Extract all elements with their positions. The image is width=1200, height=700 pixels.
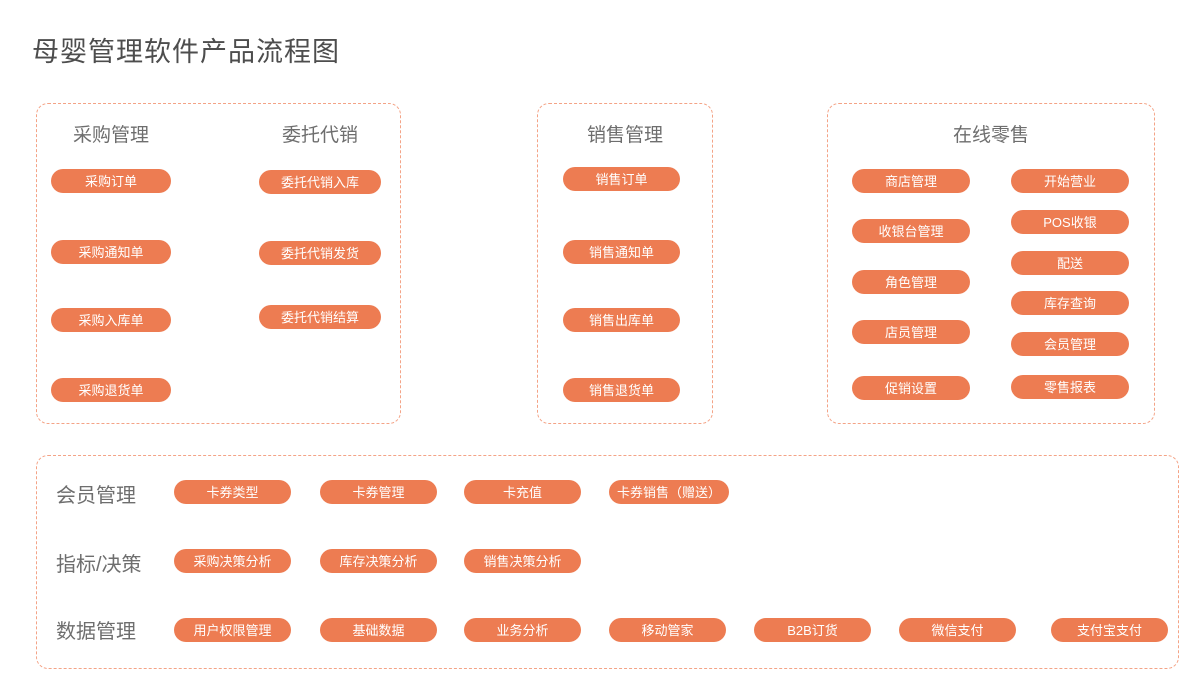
group-sales: 销售管理 销售订单销售通知单销售出库单销售退货单	[537, 103, 713, 424]
section-header-online-retail: 在线零售	[952, 125, 1029, 146]
module-pill: 卡充值	[464, 480, 581, 504]
module-pill: 角色管理	[852, 270, 970, 294]
module-pill: 销售决策分析	[464, 549, 581, 573]
row-label-member-management: 会员管理	[56, 485, 136, 507]
module-pill: 店员管理	[852, 320, 970, 344]
module-pill: 业务分析	[464, 618, 581, 642]
module-pill: 开始营业	[1011, 169, 1129, 193]
module-pill: 采购订单	[51, 169, 171, 193]
section-header-consignment: 委托代销	[281, 125, 358, 146]
module-pill: 采购决策分析	[174, 549, 291, 573]
module-pill: POS收银	[1011, 210, 1129, 234]
section-header-purchase: 采购管理	[72, 125, 149, 146]
module-pill: 销售通知单	[563, 240, 680, 264]
row-label-indicators-decision: 指标/决策	[56, 554, 142, 576]
module-pill: 库存查询	[1011, 291, 1129, 315]
module-pill: 配送	[1011, 251, 1129, 275]
module-pill: 移动管家	[609, 618, 726, 642]
module-pill: 委托代销结算	[259, 305, 381, 329]
module-pill: 库存决策分析	[320, 549, 437, 573]
module-pill: 会员管理	[1011, 332, 1129, 356]
module-pill: 销售订单	[563, 167, 680, 191]
module-pill: 用户权限管理	[174, 618, 291, 642]
module-pill: 商店管理	[852, 169, 970, 193]
module-pill: 基础数据	[320, 618, 437, 642]
module-pill: 卡券销售（赠送）	[609, 480, 729, 504]
row-label-data-management: 数据管理	[56, 621, 136, 643]
module-pill: 采购入库单	[51, 308, 171, 332]
module-pill: 委托代销入库	[259, 170, 381, 194]
module-pill: 采购通知单	[51, 240, 171, 264]
module-pill: 销售退货单	[563, 378, 680, 402]
page-title: 母婴管理软件产品流程图	[32, 37, 340, 67]
module-pill: 收银台管理	[852, 219, 970, 243]
module-pill: 促销设置	[852, 376, 970, 400]
module-pill: 支付宝支付	[1051, 618, 1168, 642]
section-header-sales: 销售管理	[586, 125, 663, 146]
module-pill: 卡券管理	[320, 480, 437, 504]
group-bottom: 会员管理 指标/决策 数据管理 卡券类型 卡券管理 卡充值 卡券销售（赠送） 采购决策…	[36, 455, 1179, 669]
module-pill: B2B订货	[754, 618, 871, 642]
module-pill: 销售出库单	[563, 308, 680, 332]
module-pill: 微信支付	[899, 618, 1016, 642]
module-pill: 采购退货单	[51, 378, 171, 402]
module-pill: 委托代销发货	[259, 241, 381, 265]
module-pill: 零售报表	[1011, 375, 1129, 399]
group-online-retail: 在线零售 商店管理收银台管理角色管理店员管理促销设置 开始营业 POS收银配送库存…	[827, 103, 1155, 424]
group-purchase-consignment: 采购管理 委托代销 采购订单采购通知单采购入库单采购退货单 委托代销入库委托代销…	[36, 103, 401, 424]
module-pill: 卡券类型	[174, 480, 291, 504]
